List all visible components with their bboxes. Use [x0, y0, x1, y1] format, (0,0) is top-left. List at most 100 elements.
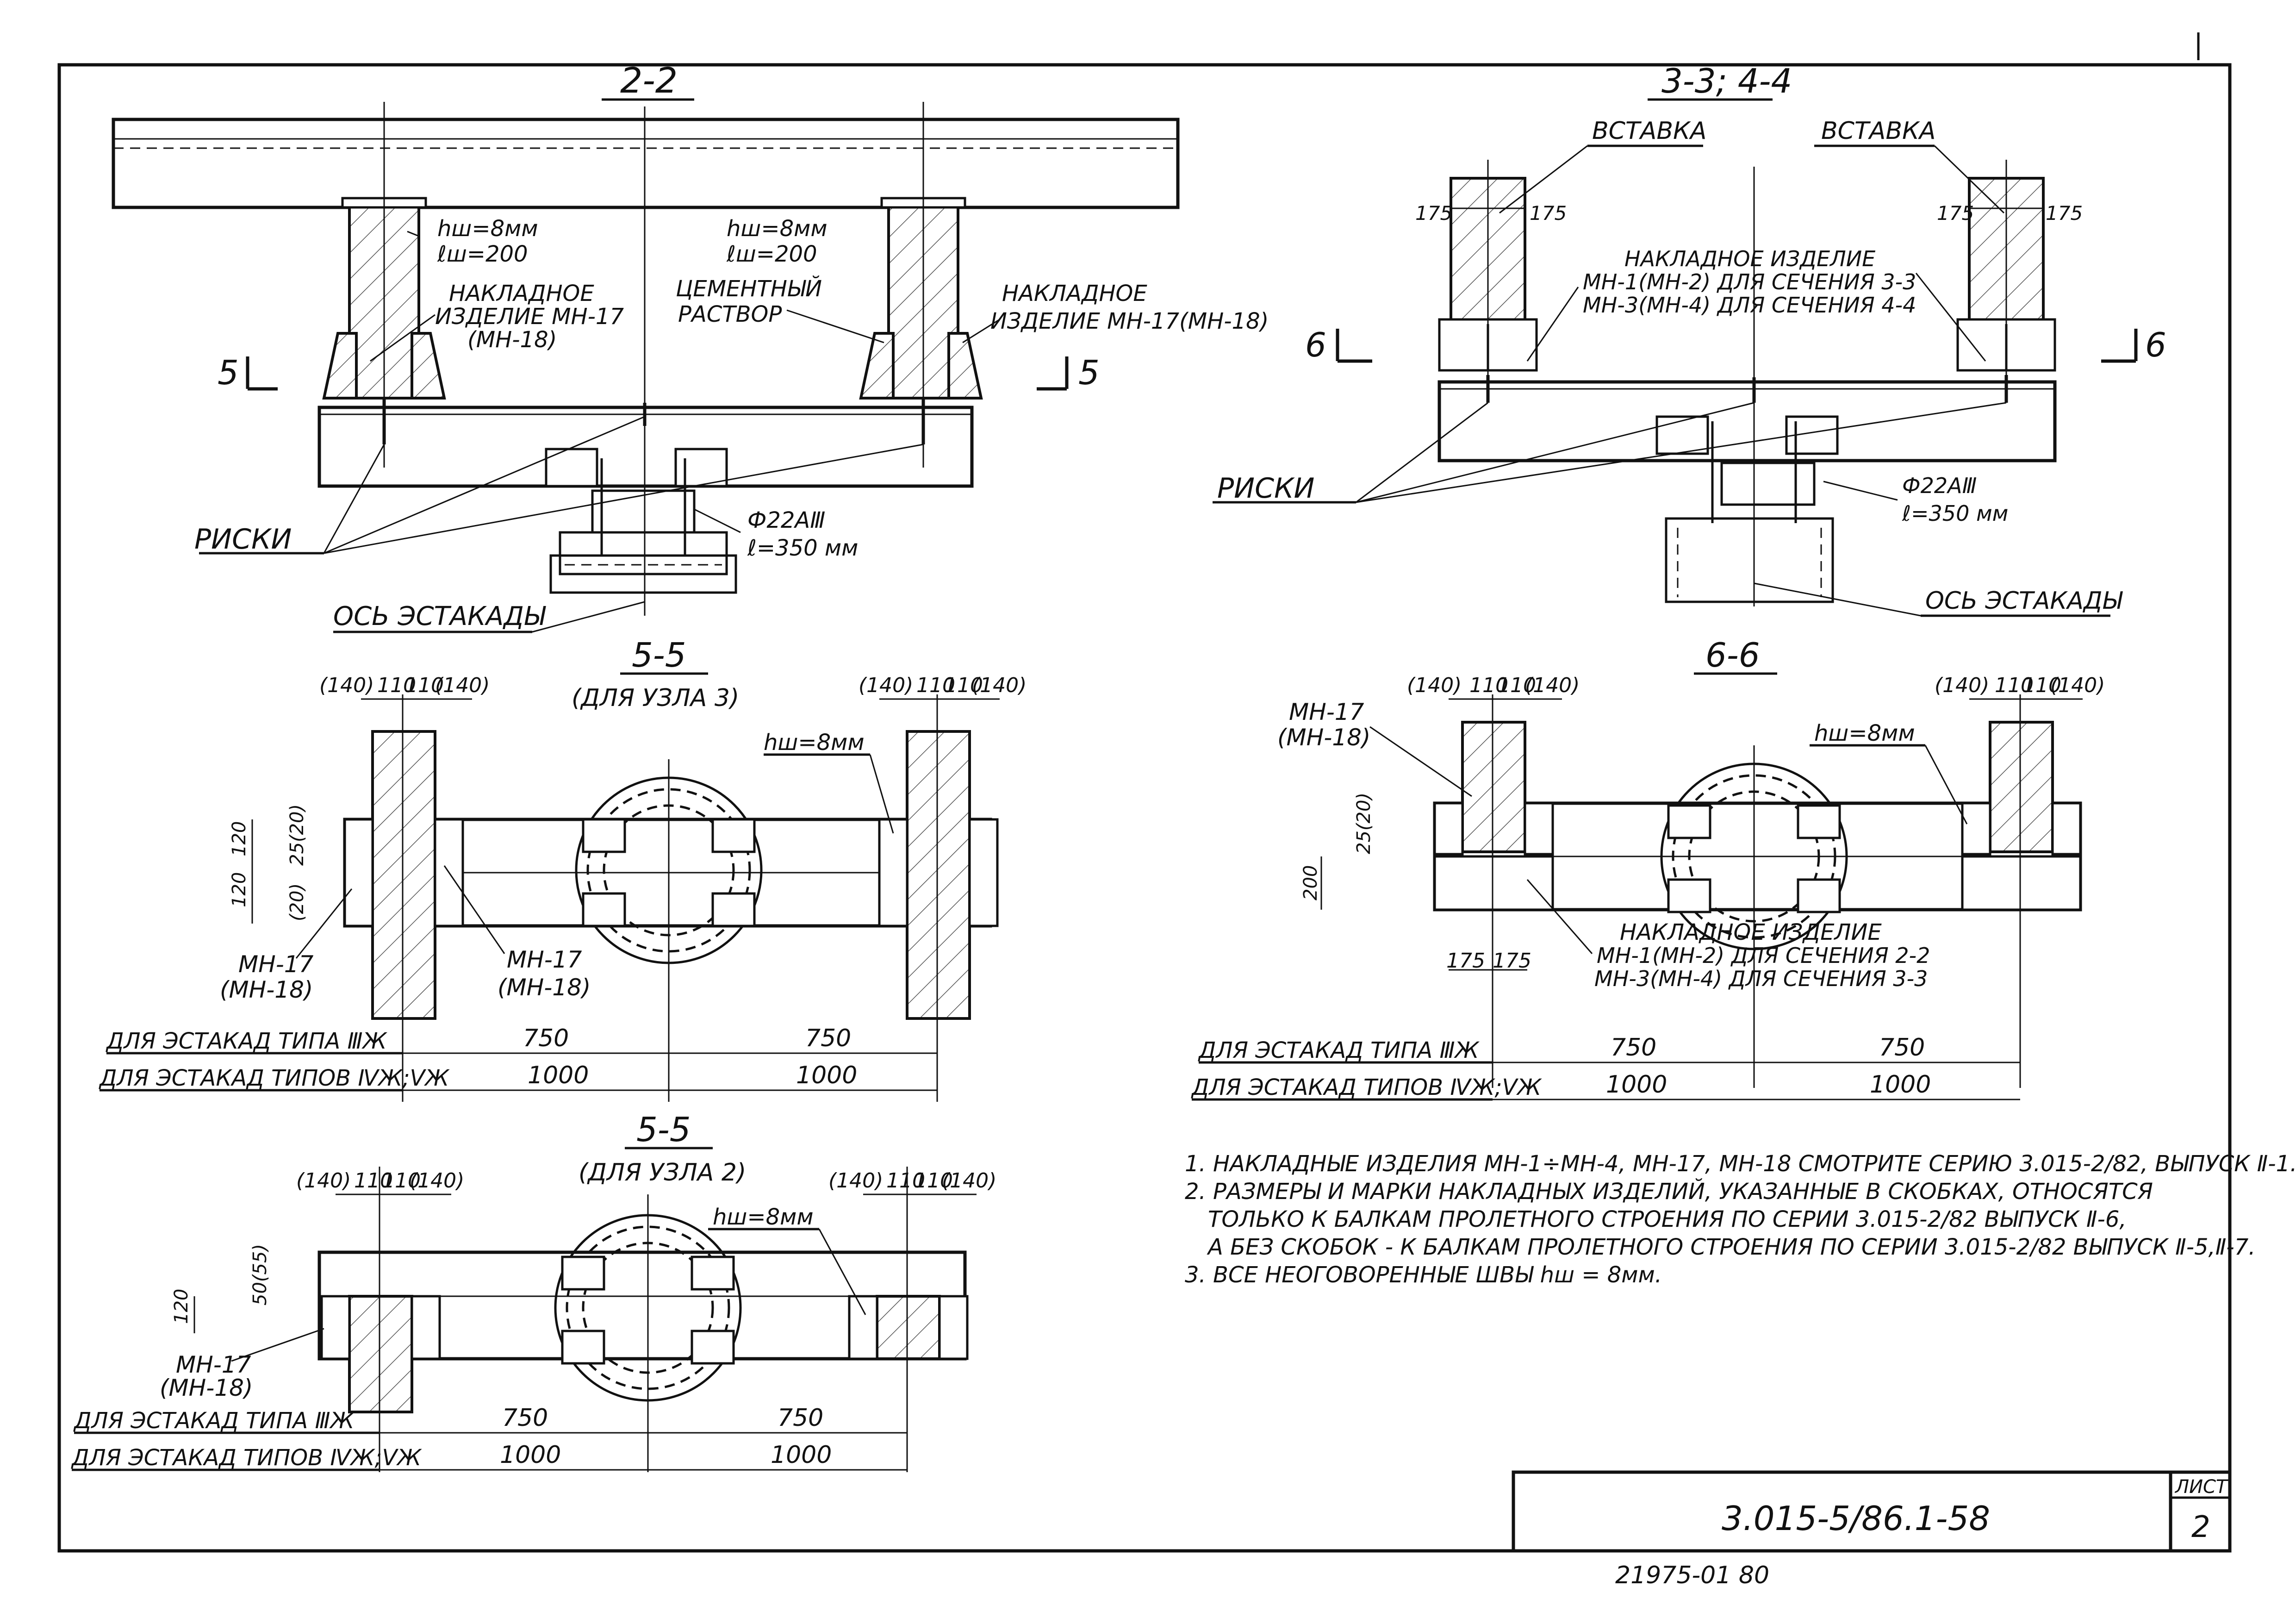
svg-text:750: 750	[805, 1024, 851, 1052]
section-6-6: 6-6 (140) 110 110 (140) (140) 110 110 (1…	[1191, 636, 2105, 1101]
svg-text:(ДЛЯ УЗЛА 2): (ДЛЯ УЗЛА 2)	[579, 1159, 746, 1187]
svg-text:750: 750	[1879, 1034, 1925, 1062]
section-2-2-title: 2-2	[620, 60, 678, 101]
svg-text:1000: 1000	[1606, 1071, 1667, 1099]
svg-text:Ф22АⅢ: Ф22АⅢ	[1902, 473, 1977, 498]
svg-text:750: 750	[502, 1404, 548, 1432]
svg-text:110: 110	[382, 1169, 421, 1193]
note-2c: А БЕЗ СКОБОК - К БАЛКАМ ПРОЛЕТНОГО СТРОЕ…	[1207, 1234, 2256, 1260]
svg-text:НАКЛАДНОЕ ИЗДЕЛИЕ: НАКЛАДНОЕ ИЗДЕЛИЕ	[1624, 246, 1875, 271]
svg-text:175: 175	[1937, 202, 1974, 225]
svg-text:175: 175	[1493, 949, 1531, 973]
svg-text:(140): (140)	[1935, 674, 1989, 697]
svg-text:ОСЬ ЭСТАКАДЫ: ОСЬ ЭСТАКАДЫ	[333, 601, 546, 631]
svg-text:110: 110	[377, 674, 416, 697]
svg-text:(140): (140)	[1407, 674, 1462, 697]
svg-text:110: 110	[1497, 674, 1536, 697]
svg-text:175: 175	[1530, 202, 1567, 225]
svg-text:(140): (140)	[1525, 674, 1580, 697]
svg-text:ℓ=350 мм: ℓ=350 мм	[1902, 501, 2008, 526]
svg-text:750: 750	[523, 1024, 569, 1052]
title-stamp: 3.015-5/86.1-58 ЛИСТ 2 21975-01 80	[1512, 1470, 2232, 1589]
svg-text:НАКЛАДНОЕ ИЗДЕЛИЕ: НАКЛАДНОЕ ИЗДЕЛИЕ	[1620, 919, 1882, 945]
svg-text:110: 110	[944, 674, 983, 697]
svg-text:(140): (140)	[972, 674, 1027, 697]
svg-text:ЦЕМЕНТНЫЙ: ЦЕМЕНТНЫЙ	[676, 275, 822, 302]
section-5-5-node3: 5-5 (ДЛЯ УЗЛА 3) (140) 110 110 (140) (14…	[99, 636, 1027, 1102]
svg-text:Ф22АⅢ: Ф22АⅢ	[747, 507, 825, 533]
svg-text:110: 110	[1469, 674, 1508, 697]
svg-text:200: 200	[1300, 865, 1321, 900]
svg-text:(МН-18): (МН-18)	[160, 1374, 253, 1401]
svg-text:ДЛЯ ЭСТАКАД ТИПОВ ⅣЖ;ⅤЖ: ДЛЯ ЭСТАКАД ТИПОВ ⅣЖ;ⅤЖ	[71, 1445, 422, 1471]
sheet-frame	[57, 63, 2232, 1553]
svg-text:1000: 1000	[528, 1062, 589, 1089]
svg-text:ИЗДЕЛИЕ МН-17: ИЗДЕЛИЕ МН-17	[435, 304, 624, 330]
svg-text:(МН-18): (МН-18)	[467, 327, 557, 353]
svg-text:(140): (140)	[435, 674, 490, 697]
svg-text:1000: 1000	[500, 1441, 561, 1469]
note-2b: ТОЛЬКО К БАЛКАМ ПРОЛЕТНОГО СТРОЕНИЯ ПО С…	[1208, 1206, 2127, 1232]
svg-text:110: 110	[405, 674, 444, 697]
svg-text:175: 175	[1415, 202, 1452, 225]
note-2: 2. РАЗМЕРЫ И МАРКИ НАКЛАДНЫХ ИЗДЕЛИЙ, УК…	[1185, 1178, 2153, 1205]
svg-text:ИЗДЕЛИЕ МН-17(МН-18): ИЗДЕЛИЕ МН-17(МН-18)	[990, 308, 1269, 334]
svg-text:(МН-18): (МН-18)	[220, 976, 313, 1003]
svg-text:6: 6	[1305, 325, 1326, 364]
svg-text:175: 175	[1446, 949, 1485, 973]
archive-number: 21975-01 80	[1615, 1562, 1769, 1589]
svg-text:МН-3(МН-4) ДЛЯ СЕЧЕНИЯ 3-3: МН-3(МН-4) ДЛЯ СЕЧЕНИЯ 3-3	[1594, 966, 1928, 991]
section-3-3-4-4: 3-3; 4-4 175 175 175 175 ВСТАВ	[1213, 62, 2166, 617]
svg-text:750: 750	[778, 1404, 823, 1432]
section-5-5-node2: 5-5 (ДЛЯ УЗЛА 2) (140) 110 110 (140) (14…	[71, 1110, 996, 1472]
svg-text:110: 110	[886, 1169, 925, 1193]
svg-text:ДЛЯ ЭСТАКАД ТИПА ⅢЖ: ДЛЯ ЭСТАКАД ТИПА ⅢЖ	[106, 1028, 388, 1054]
svg-text:6-6: 6-6	[1705, 636, 1760, 675]
sheet-label: ЛИСТ	[2174, 1476, 2229, 1498]
svg-text:(ДЛЯ УЗЛА 3): (ДЛЯ УЗЛА 3)	[572, 684, 739, 712]
svg-text:НАКЛАДНОЕ: НАКЛАДНОЕ	[1002, 281, 1147, 306]
svg-text:(20): (20)	[286, 883, 308, 921]
section-3-3-title: 3-3; 4-4	[1661, 62, 1792, 100]
svg-text:1000: 1000	[771, 1441, 832, 1469]
svg-text:ДЛЯ ЭСТАКАД ТИПОВ ⅣЖ;ⅤЖ: ДЛЯ ЭСТАКАД ТИПОВ ⅣЖ;ⅤЖ	[99, 1065, 450, 1091]
svg-text:110: 110	[2022, 674, 2061, 697]
svg-text:(МН-18): (МН-18)	[498, 974, 591, 1001]
note-1: 1. НАКЛАДНЫЕ ИЗДЕЛИЯ МН-1÷МН-4, МН-17, М…	[1185, 1151, 2296, 1177]
svg-text:5: 5	[1078, 353, 1100, 392]
svg-text:hш=8мм: hш=8мм	[713, 1204, 814, 1230]
svg-text:НАКЛАДНОЕ: НАКЛАДНОЕ	[449, 281, 594, 306]
svg-text:120: 120	[171, 1289, 192, 1324]
svg-text:50(55): 50(55)	[249, 1244, 271, 1305]
svg-text:(140): (140)	[942, 1169, 996, 1193]
svg-text:ОСЬ ЭСТАКАДЫ: ОСЬ ЭСТАКАДЫ	[1925, 587, 2123, 615]
svg-text:(МН-18): (МН-18)	[1277, 724, 1370, 751]
svg-text:120: 120	[229, 821, 250, 856]
svg-text:hш=8мм: hш=8мм	[764, 730, 865, 756]
svg-text:ℓ=350 мм: ℓ=350 мм	[747, 535, 858, 561]
svg-text:120: 120	[229, 872, 250, 907]
svg-text:ℓш=200: ℓш=200	[726, 241, 817, 267]
svg-text:(140): (140)	[410, 1169, 464, 1193]
svg-text:(140): (140)	[319, 674, 374, 697]
svg-text:МН-1(МН-2) ДЛЯ СЕЧЕНИЯ 2-2: МН-1(МН-2) ДЛЯ СЕЧЕНИЯ 2-2	[1597, 943, 1930, 968]
svg-text:МН-1(МН-2) ДЛЯ СЕЧЕНИЯ 3-3: МН-1(МН-2) ДЛЯ СЕЧЕНИЯ 3-3	[1583, 269, 1916, 294]
svg-text:1000: 1000	[796, 1062, 857, 1089]
svg-text:(140): (140)	[859, 674, 913, 697]
svg-text:25(20): 25(20)	[286, 804, 308, 866]
svg-text:(140): (140)	[828, 1169, 883, 1193]
svg-text:ДЛЯ ЭСТАКАД ТИПА ⅢЖ: ДЛЯ ЭСТАКАД ТИПА ⅢЖ	[73, 1408, 355, 1434]
svg-text:ℓш=200: ℓш=200	[437, 241, 528, 267]
svg-text:ВСТАВКА: ВСТАВКА	[1821, 117, 1935, 145]
svg-text:175: 175	[2046, 202, 2083, 225]
svg-text:(140): (140)	[2050, 674, 2105, 697]
notes-block: 1. НАКЛАДНЫЕ ИЗДЕЛИЯ МН-1÷МН-4, МН-17, М…	[1185, 1151, 2296, 1288]
svg-text:РАСТВОР: РАСТВОР	[678, 301, 782, 327]
svg-text:МН-17: МН-17	[1289, 699, 1364, 725]
svg-text:hш=8мм: hш=8мм	[727, 216, 828, 242]
drawing-code: 3.015-5/86.1-58	[1722, 1499, 1990, 1538]
section-2-2: 2-2 hш=8мм ℓш=200	[112, 60, 1269, 633]
svg-text:ДЛЯ ЭСТАКАД ТИПА ⅢЖ: ДЛЯ ЭСТАКАД ТИПА ⅢЖ	[1198, 1037, 1480, 1063]
svg-text:6: 6	[2145, 325, 2166, 364]
